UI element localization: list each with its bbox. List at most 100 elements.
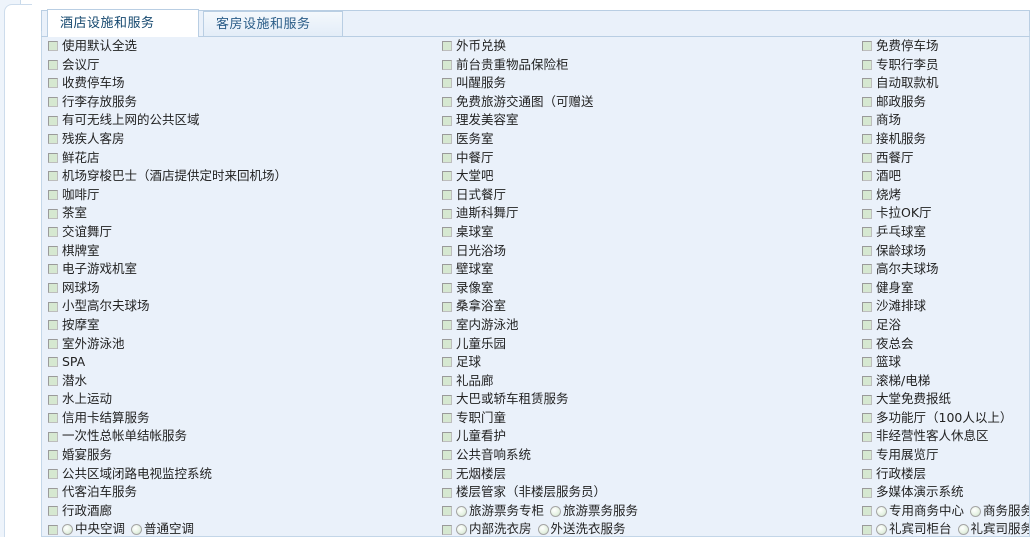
radio-icon[interactable] [62, 524, 73, 536]
option-row[interactable]: 西餐厅 [862, 149, 1029, 168]
checkbox-icon[interactable] [862, 413, 872, 424]
radio-icon[interactable] [876, 524, 887, 536]
option-row[interactable]: 礼宾司柜台礼宾司服务 [862, 520, 1030, 537]
checkbox-icon[interactable] [442, 264, 452, 275]
option-row[interactable]: 专用展览厅 [862, 446, 1029, 465]
checkbox-icon[interactable] [862, 41, 872, 52]
checkbox-icon[interactable] [442, 115, 452, 126]
option-row[interactable]: 中央空调普通空调 [48, 520, 448, 536]
checkbox-icon[interactable] [442, 524, 452, 535]
checkbox-icon[interactable] [48, 357, 58, 368]
checkbox-icon[interactable] [442, 394, 452, 405]
option-row[interactable]: 楼层管家（非楼层服务员） [442, 483, 852, 502]
option-row[interactable]: 内部洗衣房外送洗衣服务 [442, 520, 852, 537]
option-row[interactable]: 大巴或轿车租赁服务 [442, 390, 852, 409]
radio-label[interactable]: 内部洗衣房 [469, 521, 532, 537]
checkbox-icon[interactable] [862, 115, 872, 126]
option-row[interactable]: 儿童乐园 [442, 335, 852, 354]
radio-icon[interactable] [550, 505, 562, 517]
option-row[interactable]: 自动取款机 [862, 74, 1029, 93]
option-row[interactable]: 会议厅 [48, 56, 448, 75]
option-row[interactable]: 行李存放服务 [48, 93, 448, 112]
radio-icon[interactable] [131, 524, 143, 536]
option-row[interactable]: 电子游戏机室 [48, 260, 448, 279]
radio-label[interactable]: 礼宾司服务 [970, 521, 1030, 537]
radio-label[interactable]: 旅游票务专柜 [469, 502, 545, 518]
option-row[interactable]: 棋牌室 [48, 242, 448, 261]
option-row[interactable]: 医务室 [442, 130, 852, 149]
option-row[interactable]: 水上运动 [48, 390, 448, 409]
checkbox-icon[interactable] [862, 394, 872, 405]
checkbox-icon[interactable] [442, 320, 452, 331]
option-row[interactable]: 有可无线上网的公共区域 [48, 111, 448, 130]
checkbox-icon[interactable] [862, 264, 872, 275]
checkbox-icon[interactable] [48, 115, 58, 126]
option-row[interactable]: 行政酒廊 [48, 502, 448, 521]
checkbox-icon[interactable] [442, 506, 452, 517]
option-row[interactable]: 桑拿浴室 [442, 297, 852, 316]
radio-icon[interactable] [456, 524, 467, 536]
option-row[interactable]: 篮球 [862, 353, 1029, 372]
checkbox-icon[interactable] [48, 450, 58, 461]
checkbox-icon[interactable] [862, 375, 872, 386]
option-row[interactable]: 外币兑换 [442, 37, 852, 56]
option-row[interactable]: 保龄球场 [862, 242, 1029, 261]
checkbox-icon[interactable] [862, 301, 872, 312]
checkbox-icon[interactable] [48, 78, 58, 89]
checkbox-icon[interactable] [48, 59, 58, 70]
option-row[interactable]: 礼品廊 [442, 372, 852, 391]
radio-icon[interactable] [876, 505, 887, 517]
option-row[interactable]: 健身室 [862, 279, 1029, 298]
option-row[interactable]: 室内游泳池 [442, 316, 852, 335]
checkbox-icon[interactable] [48, 134, 58, 145]
checkbox-icon[interactable] [442, 338, 452, 349]
option-row[interactable]: 无烟楼层 [442, 465, 852, 484]
checkbox-icon[interactable] [442, 450, 452, 461]
checkbox-icon[interactable] [48, 283, 58, 294]
checkbox-icon[interactable] [48, 97, 58, 108]
checkbox-icon[interactable] [862, 97, 872, 108]
radio-icon[interactable] [957, 524, 969, 536]
option-row[interactable]: 沙滩排球 [862, 297, 1029, 316]
option-row[interactable]: 理发美容室 [442, 111, 852, 130]
checkbox-icon[interactable] [862, 524, 872, 535]
checkbox-icon[interactable] [442, 152, 452, 163]
checkbox-icon[interactable] [48, 487, 58, 498]
checkbox-icon[interactable] [48, 338, 58, 349]
radio-label[interactable]: 旅游票务服务 [563, 502, 639, 518]
option-row[interactable]: 烧烤 [862, 186, 1029, 205]
option-row[interactable]: 大堂吧 [442, 167, 852, 186]
checkbox-icon[interactable] [442, 97, 452, 108]
option-row[interactable]: 专职门童 [442, 409, 852, 428]
radio-label[interactable]: 专用商务中心 [889, 502, 965, 518]
checkbox-icon[interactable] [442, 375, 452, 386]
option-row[interactable]: 足球 [442, 353, 852, 372]
checkbox-icon[interactable] [48, 394, 58, 405]
checkbox-icon[interactable] [442, 208, 452, 219]
checkbox-icon[interactable] [442, 41, 452, 52]
checkbox-icon[interactable] [48, 208, 58, 219]
option-row[interactable]: 残疾人客房 [48, 130, 448, 149]
checkbox-icon[interactable] [862, 227, 872, 238]
checkbox-icon[interactable] [48, 506, 58, 517]
option-row[interactable]: 乒乓球室 [862, 223, 1029, 242]
option-row[interactable]: 机场穿梭巴士（酒店提供定时来回机场） [48, 167, 448, 186]
option-row[interactable]: 旅游票务专柜 旅游票务服务 [442, 502, 852, 521]
option-row[interactable]: 网球场 [48, 279, 448, 298]
checkbox-icon[interactable] [862, 245, 872, 256]
option-row[interactable]: 迪斯科舞厅 [442, 204, 852, 223]
checkbox-icon[interactable] [862, 357, 872, 368]
checkbox-icon[interactable] [862, 78, 872, 89]
checkbox-icon[interactable] [862, 450, 872, 461]
option-row[interactable]: 日光浴场 [442, 242, 852, 261]
option-row[interactable]: 大堂免费报纸 [862, 390, 1029, 409]
checkbox-icon[interactable] [48, 245, 58, 256]
tab-room-facilities[interactable]: 客房设施和服务 [203, 11, 343, 36]
option-row[interactable]: 专职行李员 [862, 56, 1029, 75]
checkbox-icon[interactable] [48, 171, 58, 182]
option-row[interactable]: SPA [48, 353, 448, 372]
option-row[interactable]: 婚宴服务 [48, 446, 448, 465]
option-row[interactable]: 中餐厅 [442, 149, 852, 168]
checkbox-icon[interactable] [48, 190, 58, 201]
option-row[interactable]: 专用商务中心商务服务 [862, 502, 1029, 521]
